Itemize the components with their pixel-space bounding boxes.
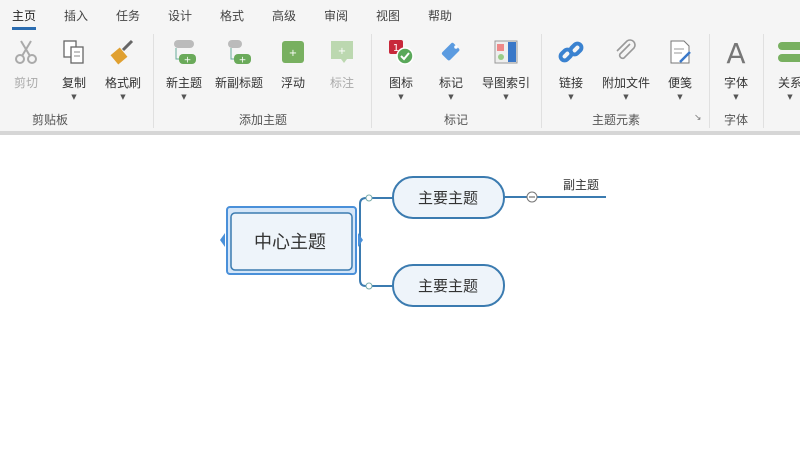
copy-icon [63, 40, 84, 64]
note-button[interactable]: 便笺▼ [650, 38, 710, 101]
scissors-icon [15, 40, 37, 64]
new-subtopic-button[interactable]: + 新副标题 [209, 38, 269, 101]
link-icon [558, 41, 584, 63]
resize-handle-left[interactable] [220, 233, 225, 247]
group-divider [371, 34, 372, 128]
chevron-down-icon: ▼ [787, 93, 793, 101]
tag-button[interactable]: 标记▼ [421, 38, 481, 101]
floating-topic-button[interactable]: + 浮动 [263, 38, 323, 101]
callout-button[interactable]: + 标注 [312, 38, 372, 101]
resize-handle-right[interactable] [358, 233, 363, 247]
mindmap-canvas[interactable]: 中心主题 主要主题 主要主题 副主题 [0, 135, 800, 450]
icon-marker-icon: 1 [389, 40, 414, 65]
tab-design[interactable]: 设计 [168, 9, 193, 23]
tag-icon [441, 42, 460, 61]
main-topic[interactable]: 主要主题 [392, 264, 505, 307]
svg-text:+: + [239, 56, 247, 66]
svg-text:中心主题: 中心主题 [254, 232, 326, 253]
chevron-down-icon: ▼ [503, 93, 509, 101]
format-painter-button[interactable]: 格式刷▼ [93, 38, 153, 101]
ribbon-divider [0, 131, 800, 135]
tab-format[interactable]: 格式 [220, 9, 245, 23]
subtopic[interactable]: 副主题 [563, 178, 599, 192]
group-divider [153, 34, 154, 128]
format-painter-icon [110, 39, 134, 65]
chevron-down-icon: ▼ [677, 93, 683, 101]
map-index-icon [494, 40, 518, 64]
tab-review[interactable]: 审阅 [324, 9, 349, 23]
svg-text:+: + [184, 56, 192, 66]
svg-text:A: A [726, 38, 745, 66]
chevron-down-icon: ▼ [568, 93, 574, 101]
group-divider [709, 34, 710, 128]
group-label-marker: 标记 [443, 113, 469, 127]
group-label-topic-elements: 主题元素 [591, 113, 641, 127]
link-button[interactable]: 链接▼ [541, 38, 601, 101]
svg-text:主要主题: 主要主题 [418, 277, 478, 295]
new-subtopic-icon: + [228, 40, 251, 66]
chevron-down-icon: ▼ [71, 93, 77, 101]
relationship-button[interactable]: 关系▼ [760, 38, 800, 101]
map-index-button[interactable]: 导图索引▼ [476, 38, 536, 101]
attach-file-button[interactable]: 附加文件▼ [596, 38, 656, 101]
svg-text:+: + [289, 48, 297, 59]
icon-button[interactable]: 1 图标▼ [371, 38, 431, 101]
relationship-icon [778, 42, 800, 62]
collapse-button[interactable] [526, 191, 538, 203]
ribbon-tabs: 主页 插入 任务 设计 格式 高级 审阅 视图 帮助 [0, 0, 800, 30]
group-label-font: 字体 [723, 113, 749, 127]
connector-node [365, 282, 373, 290]
group-label-add-topic: 添加主题 [238, 113, 288, 127]
tab-advanced[interactable]: 高级 [272, 9, 297, 23]
note-icon [670, 40, 691, 64]
tab-insert[interactable]: 插入 [64, 9, 89, 23]
chevron-down-icon: ▼ [120, 93, 126, 101]
callout-icon: + [331, 41, 353, 63]
cut-button[interactable]: 剪切 [0, 38, 56, 101]
paperclip-icon [616, 39, 636, 60]
floating-topic-icon: + [282, 41, 304, 63]
new-topic-button[interactable]: + 新主题▼ [154, 38, 214, 101]
ribbon: 剪切 复制▼ 格式刷▼ + 新主题▼ + 新副标题 + 浮动 + 标注 1 图标… [0, 30, 800, 131]
font-icon: A [726, 38, 745, 66]
new-topic-icon: + [174, 40, 196, 66]
svg-text:1: 1 [393, 43, 399, 54]
dialog-launcher-icon[interactable]: ↘ [694, 113, 702, 123]
central-topic[interactable]: 中心主题 [220, 206, 363, 275]
group-divider [541, 34, 542, 128]
main-topic[interactable]: 主要主题 [392, 176, 505, 219]
group-divider [763, 34, 764, 128]
chevron-down-icon: ▼ [623, 93, 629, 101]
chevron-down-icon: ▼ [398, 93, 404, 101]
group-label-clipboard: 剪贴板 [31, 113, 69, 127]
chevron-down-icon: ▼ [448, 93, 454, 101]
svg-text:主要主题: 主要主题 [418, 189, 478, 207]
tab-view[interactable]: 视图 [376, 9, 401, 23]
chevron-down-icon: ▼ [181, 93, 187, 101]
tab-task[interactable]: 任务 [116, 9, 141, 23]
tab-home[interactable]: 主页 [12, 9, 37, 30]
copy-button[interactable]: 复制▼ [44, 38, 104, 101]
connector-node [365, 194, 373, 202]
svg-text:+: + [338, 46, 346, 57]
chevron-down-icon: ▼ [733, 93, 739, 101]
font-button[interactable]: A 字体▼ [706, 38, 766, 101]
tab-help[interactable]: 帮助 [428, 9, 453, 23]
